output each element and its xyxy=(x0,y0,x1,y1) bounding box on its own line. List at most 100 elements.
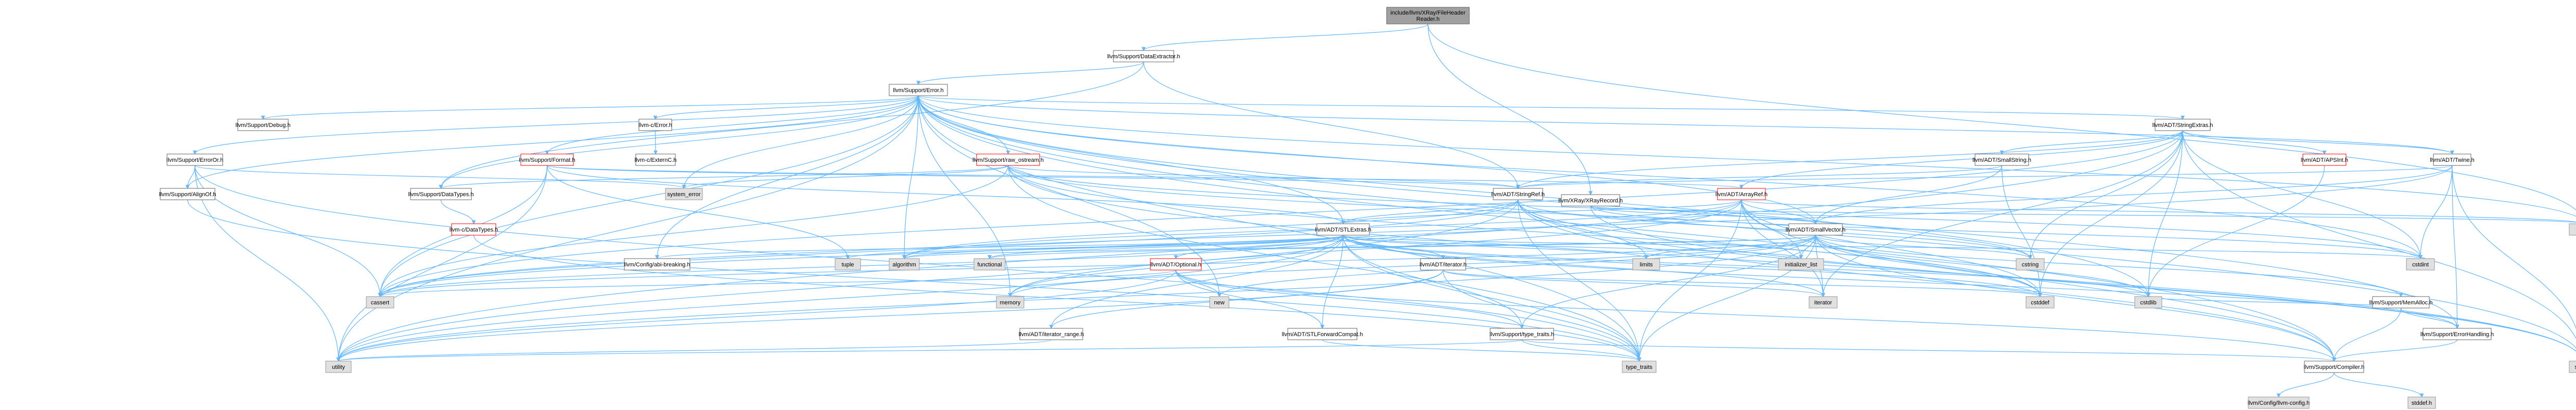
node-apsint[interactable]: llvm/ADT/APSInt.h xyxy=(2301,153,2348,166)
node-cstdint: cstdint xyxy=(2406,258,2435,271)
node-abibreak[interactable]: llvm/Config/abi-breaking.h xyxy=(624,258,690,271)
node-errhandling[interactable]: llvm/Support/ErrorHandling.h xyxy=(2420,328,2494,340)
edge-arrowhead-compiler-to-stddef xyxy=(2419,393,2424,398)
node-stringref[interactable]: llvm/ADT/StringRef.h xyxy=(1491,188,1545,200)
node-vector: vector xyxy=(2569,223,2576,236)
node-box xyxy=(2016,258,2045,271)
edge-arrowhead-stlextras-to-cstdint xyxy=(2418,255,2423,260)
node-iterator[interactable]: llvm/ADT/iterator.h xyxy=(1419,258,1467,271)
node-box xyxy=(1386,7,1470,24)
node-debug[interactable]: llvm/Support/Debug.h xyxy=(236,119,291,131)
node-cdatatypes[interactable]: llvm-c/DataTypes.h xyxy=(450,223,498,236)
node-dataext[interactable]: llvm/Support/DataExtractor.h xyxy=(1107,50,1180,62)
node-compiler[interactable]: llvm/Support/Compiler.h xyxy=(2304,361,2365,373)
node-label: llvm/ADT/SmallString.h xyxy=(1972,157,2031,163)
node-box xyxy=(2569,361,2576,373)
node-cstring: cstring xyxy=(2016,258,2045,271)
node-format[interactable]: llvm/Support/Format.h xyxy=(519,153,575,166)
node-stlextras[interactable]: llvm/ADT/STLExtras.h xyxy=(1315,223,1372,236)
node-cexternc[interactable]: llvm-c/ExternC.h xyxy=(635,153,677,166)
edge-stringextras-to-cassert xyxy=(379,130,2183,297)
edge-error-to-algorithm xyxy=(904,95,919,259)
node-llvmconfig: llvm/Config/llvm-config.h xyxy=(2248,396,2310,409)
edge-error-to-erroror xyxy=(194,95,919,155)
node-label: limits xyxy=(1639,262,1653,268)
edge-arrowhead-stlextras-to-optional xyxy=(1174,255,1178,260)
node-label: type_traits xyxy=(1626,364,1652,370)
node-box xyxy=(973,258,1006,271)
node-box xyxy=(2134,296,2162,309)
node-erroror[interactable]: llvm/Support/ErrorOr.h xyxy=(166,153,223,166)
node-label: llvm/Support/Format.h xyxy=(519,157,575,163)
edge-stlfwd-to-typetraits xyxy=(1322,339,1640,362)
node-label: llvm/ADT/StringExtras.h xyxy=(2152,122,2213,129)
edge-error-to-systemerror xyxy=(683,95,919,189)
node-smallstring[interactable]: llvm/ADT/SmallString.h xyxy=(1972,153,2031,166)
edge-arrowhead-stringextras-to-apsint xyxy=(2322,150,2327,155)
edge-iterator-to-iterator_std xyxy=(1442,270,1824,297)
node-optional[interactable]: llvm/ADT/Optional.h xyxy=(1150,258,1202,271)
edge-format-to-tuple xyxy=(546,165,849,259)
edge-erroror-to-systemerror xyxy=(194,165,685,189)
edge-arrowhead-error-to-format xyxy=(545,150,549,155)
edge-arrowhead-stlextras-to-abibreak xyxy=(655,255,659,260)
node-box xyxy=(1632,258,1660,271)
node-label: llvm/ADT/StringRef.h xyxy=(1491,191,1545,198)
edge-stlextras-to-initlist xyxy=(1342,235,1802,259)
edge-arrowhead-cerror-to-cexternc xyxy=(653,150,658,155)
node-box xyxy=(665,188,703,200)
node-label: iterator xyxy=(1814,300,1832,306)
edge-root-to-dataext xyxy=(1143,23,1429,51)
node-stlfwd[interactable]: llvm/ADT/STLForwardCompat.h xyxy=(1282,328,1363,340)
edge-arrowhead-smallvector-to-initlist xyxy=(1799,255,1803,260)
node-cerror[interactable]: llvm-c/Error.h xyxy=(638,119,672,131)
node-typetraits_h[interactable]: llvm/Support/type_traits.h xyxy=(1490,328,1554,340)
node-label: llvm/XRay/XRayRecord.h xyxy=(1558,198,1623,204)
edge-smallvector-to-cstdlib xyxy=(1815,235,2149,297)
edge-arrowhead-optional-to-cassert xyxy=(378,293,382,298)
node-iterator_std: iterator xyxy=(1809,296,1838,309)
node-smallvector[interactable]: llvm/ADT/SmallVector.h xyxy=(1786,223,1846,236)
edge-stringref-to-stlextras xyxy=(1342,199,1519,224)
node-iterrange[interactable]: llvm/ADT/iterator_range.h xyxy=(1019,328,1084,340)
edge-cdatatypes-to-typetraits xyxy=(473,235,1640,362)
node-box xyxy=(2407,396,2436,409)
edge-arrowhead-smallvector-to-memory xyxy=(1008,293,1013,298)
node-arrayref[interactable]: llvm/ADT/ArrayRef.h xyxy=(1715,188,1767,200)
node-box xyxy=(1209,296,1229,309)
edge-stringref-to-compiler xyxy=(1517,199,2335,362)
edge-stringextras-to-twine xyxy=(2182,130,2453,155)
edge-smallstring-to-smallvector xyxy=(1815,165,2003,224)
edge-arrayref-to-smallvector xyxy=(1741,199,1816,224)
node-algorithm: algorithm xyxy=(889,258,920,271)
edge-memalloc-to-errhandling xyxy=(2400,307,2458,329)
node-twine[interactable]: llvm/ADT/Twine.h xyxy=(2430,153,2475,166)
node-label: llvm/Support/raw_ostream.h xyxy=(972,157,1044,163)
node-box xyxy=(624,258,690,271)
node-label: llvm/Support/DataExtractor.h xyxy=(1107,54,1180,60)
node-alignof[interactable]: llvm/Support/AlignOf.h xyxy=(159,188,216,200)
edge-smallvector-to-limits xyxy=(1646,235,1816,259)
node-label: cstdint xyxy=(2412,262,2429,268)
edge-iterator-to-cstddef xyxy=(1442,270,2041,297)
node-box xyxy=(2406,258,2435,271)
node-label: llvm/Support/Debug.h xyxy=(236,122,291,129)
node-xrayrecord[interactable]: llvm/XRay/XRayRecord.h xyxy=(1558,194,1623,207)
node-label: llvm/ADT/iterator.h xyxy=(1419,262,1466,268)
node-memalloc[interactable]: llvm/Support/MemAlloc.h xyxy=(2369,296,2433,309)
edge-compiler-to-stddef xyxy=(2334,372,2423,398)
node-stringextras[interactable]: llvm/ADT/StringExtras.h xyxy=(2152,119,2213,131)
node-box xyxy=(2372,296,2430,309)
node-box xyxy=(2248,396,2310,409)
edge-rawostream-to-typetraits xyxy=(1007,165,1640,362)
node-error[interactable]: llvm/Support/Error.h xyxy=(889,84,948,96)
node-label: cstddef xyxy=(2031,300,2049,306)
edge-stringextras-to-utility xyxy=(338,130,2183,362)
edge-format-to-utility xyxy=(338,165,548,362)
node-datatypes[interactable]: llvm/Support/DataTypes.h xyxy=(408,188,474,200)
edge-datatypes-to-cdatatypes xyxy=(440,199,475,224)
node-rawostream[interactable]: llvm/Support/raw_ostream.h xyxy=(972,153,1044,166)
node-box xyxy=(1316,223,1370,236)
edge-rawostream-to-systemerror xyxy=(683,165,1009,189)
